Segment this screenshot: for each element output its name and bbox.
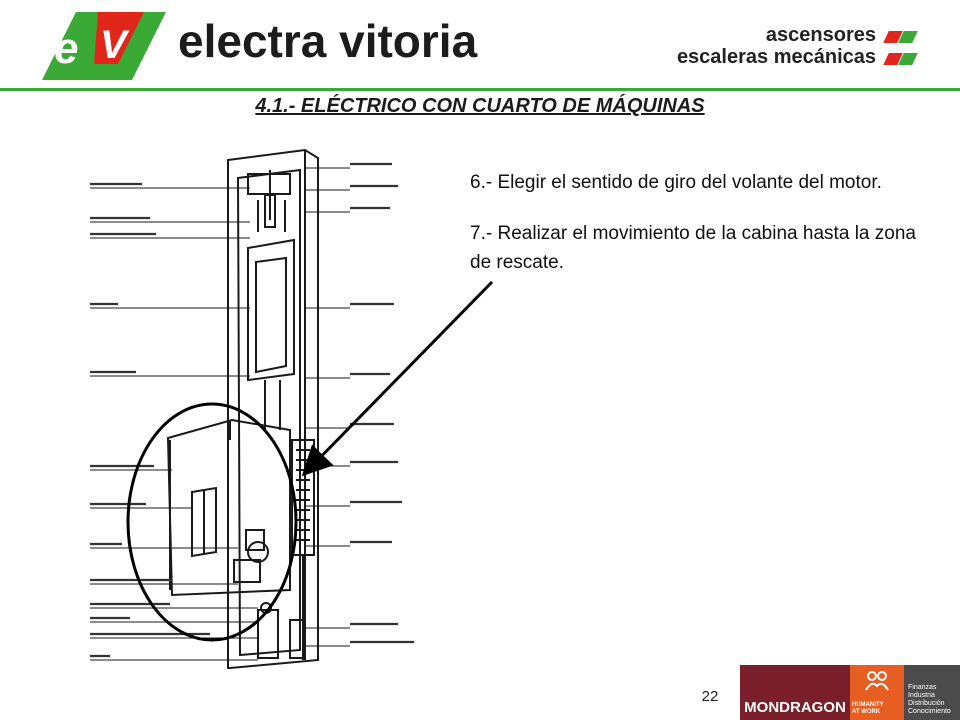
step-6: 6.- Elegir el sentido de giro del volant… xyxy=(470,172,882,193)
page-number: 22 xyxy=(701,688,719,705)
people-icon xyxy=(865,671,889,691)
svg-text:V: V xyxy=(100,23,130,67)
page-title: 4.1.- ELÉCTRICO CON CUARTO DE MÁQUINAS xyxy=(255,95,705,117)
header: e V electra vitoria ascensores escaleras… xyxy=(0,0,960,96)
sector-list: Finanzas Industria Distribución Conocimi… xyxy=(908,684,951,715)
sectors-block: Finanzas Industria Distribución Conocimi… xyxy=(904,665,960,720)
mondragon-name: MONDRAGON xyxy=(744,699,846,716)
brand-name: electra vitoria xyxy=(178,15,478,67)
flag-icon xyxy=(883,31,918,43)
tagline-ascensores: ascensores xyxy=(765,24,876,46)
elevator-shaft-diagram xyxy=(90,148,414,669)
flag-icon xyxy=(883,53,918,65)
humanity-block: HUMANITY AT WORK xyxy=(850,665,904,720)
instructions: 6.- Elegir el sentido de giro del volant… xyxy=(470,168,916,299)
step-7: 7.- Realizar el movimiento de la cabina … xyxy=(470,223,916,273)
tagline-escaleras: escaleras mecánicas xyxy=(676,46,876,68)
mondragon-footer-logo: MONDRAGON HUMANITY AT WORK Finanzas Indu… xyxy=(740,665,960,720)
mondragon-block: MONDRAGON xyxy=(740,665,850,720)
ev-logo-icon: e V xyxy=(42,12,166,80)
svg-text:e: e xyxy=(54,24,78,73)
header-divider xyxy=(0,88,960,91)
humanity-at-work: HUMANITY AT WORK xyxy=(852,702,884,715)
